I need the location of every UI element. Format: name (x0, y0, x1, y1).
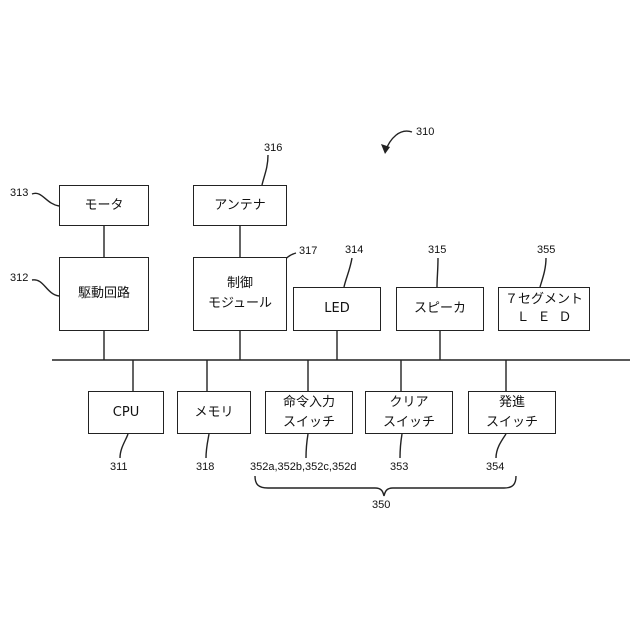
leader-314 (344, 258, 352, 287)
group-brace (255, 476, 516, 496)
leader-315 (437, 258, 438, 287)
figure-arrow (385, 131, 412, 152)
control-module-block: 制御 モジュール (193, 257, 287, 331)
motor-ref: 313 (10, 187, 28, 199)
leader-355 (540, 258, 546, 287)
cpu-label: CPU (113, 403, 139, 423)
memory-label: メモリ (194, 403, 233, 423)
led-label: LED (324, 299, 349, 319)
motor-block: モータ (59, 185, 149, 226)
control-module-label-1: 制御 (227, 274, 253, 294)
command-switch-label-2: スイッチ (283, 413, 335, 433)
motor-label: モータ (84, 196, 123, 216)
leader-318 (206, 434, 209, 458)
leader-313 (32, 193, 59, 206)
figure-ref-label: 310 (416, 126, 434, 138)
speaker-block: スピーカ (396, 287, 484, 331)
start-switch-label-1: 発進 (499, 393, 525, 413)
cpu-ref: 311 (110, 461, 128, 473)
command-input-switch-block: 命令入力 スイッチ (265, 391, 353, 434)
leader-312 (32, 280, 59, 296)
group-ref: 350 (372, 499, 390, 511)
leader-354 (496, 434, 506, 458)
antenna-label: アンテナ (214, 196, 265, 216)
clear-switch-block: クリア スイッチ (365, 391, 453, 434)
led-ref: 314 (345, 244, 363, 256)
speaker-ref: 315 (428, 244, 446, 256)
drive-circuit-ref: 312 (10, 272, 28, 284)
command-switch-ref: 352a,352b,352c,352d (250, 461, 356, 473)
start-switch-label-2: スイッチ (486, 413, 538, 433)
seven-segment-led-block: ７セグメント ＬＥＤ (498, 287, 590, 331)
clear-switch-label-1: クリア (389, 393, 428, 413)
clear-switch-ref: 353 (390, 461, 408, 473)
memory-block: メモリ (177, 391, 251, 434)
leader-352 (306, 434, 308, 458)
speaker-label: スピーカ (414, 299, 466, 319)
led-block: LED (293, 287, 381, 331)
command-switch-label-1: 命令入力 (283, 393, 335, 413)
antenna-ref: 316 (264, 142, 282, 154)
memory-ref: 318 (196, 461, 214, 473)
start-switch-ref: 354 (486, 461, 504, 473)
seven-segment-label-1: ７セグメント (505, 291, 583, 309)
drive-circuit-block: 駆動回路 (59, 257, 149, 331)
leader-353 (400, 434, 402, 458)
figure-arrow-head (381, 144, 390, 154)
antenna-block: アンテナ (193, 185, 287, 226)
seven-segment-ref: 355 (537, 244, 555, 256)
control-module-ref: 317 (299, 245, 317, 257)
start-switch-block: 発進 スイッチ (468, 391, 556, 434)
control-module-label-2: モジュール (208, 294, 272, 314)
leader-316 (262, 155, 268, 185)
leader-311 (120, 434, 128, 458)
seven-segment-label-2: ＬＥＤ (508, 309, 579, 327)
drive-circuit-label: 駆動回路 (78, 284, 130, 304)
clear-switch-label-2: スイッチ (383, 413, 435, 433)
cpu-block: CPU (88, 391, 164, 434)
